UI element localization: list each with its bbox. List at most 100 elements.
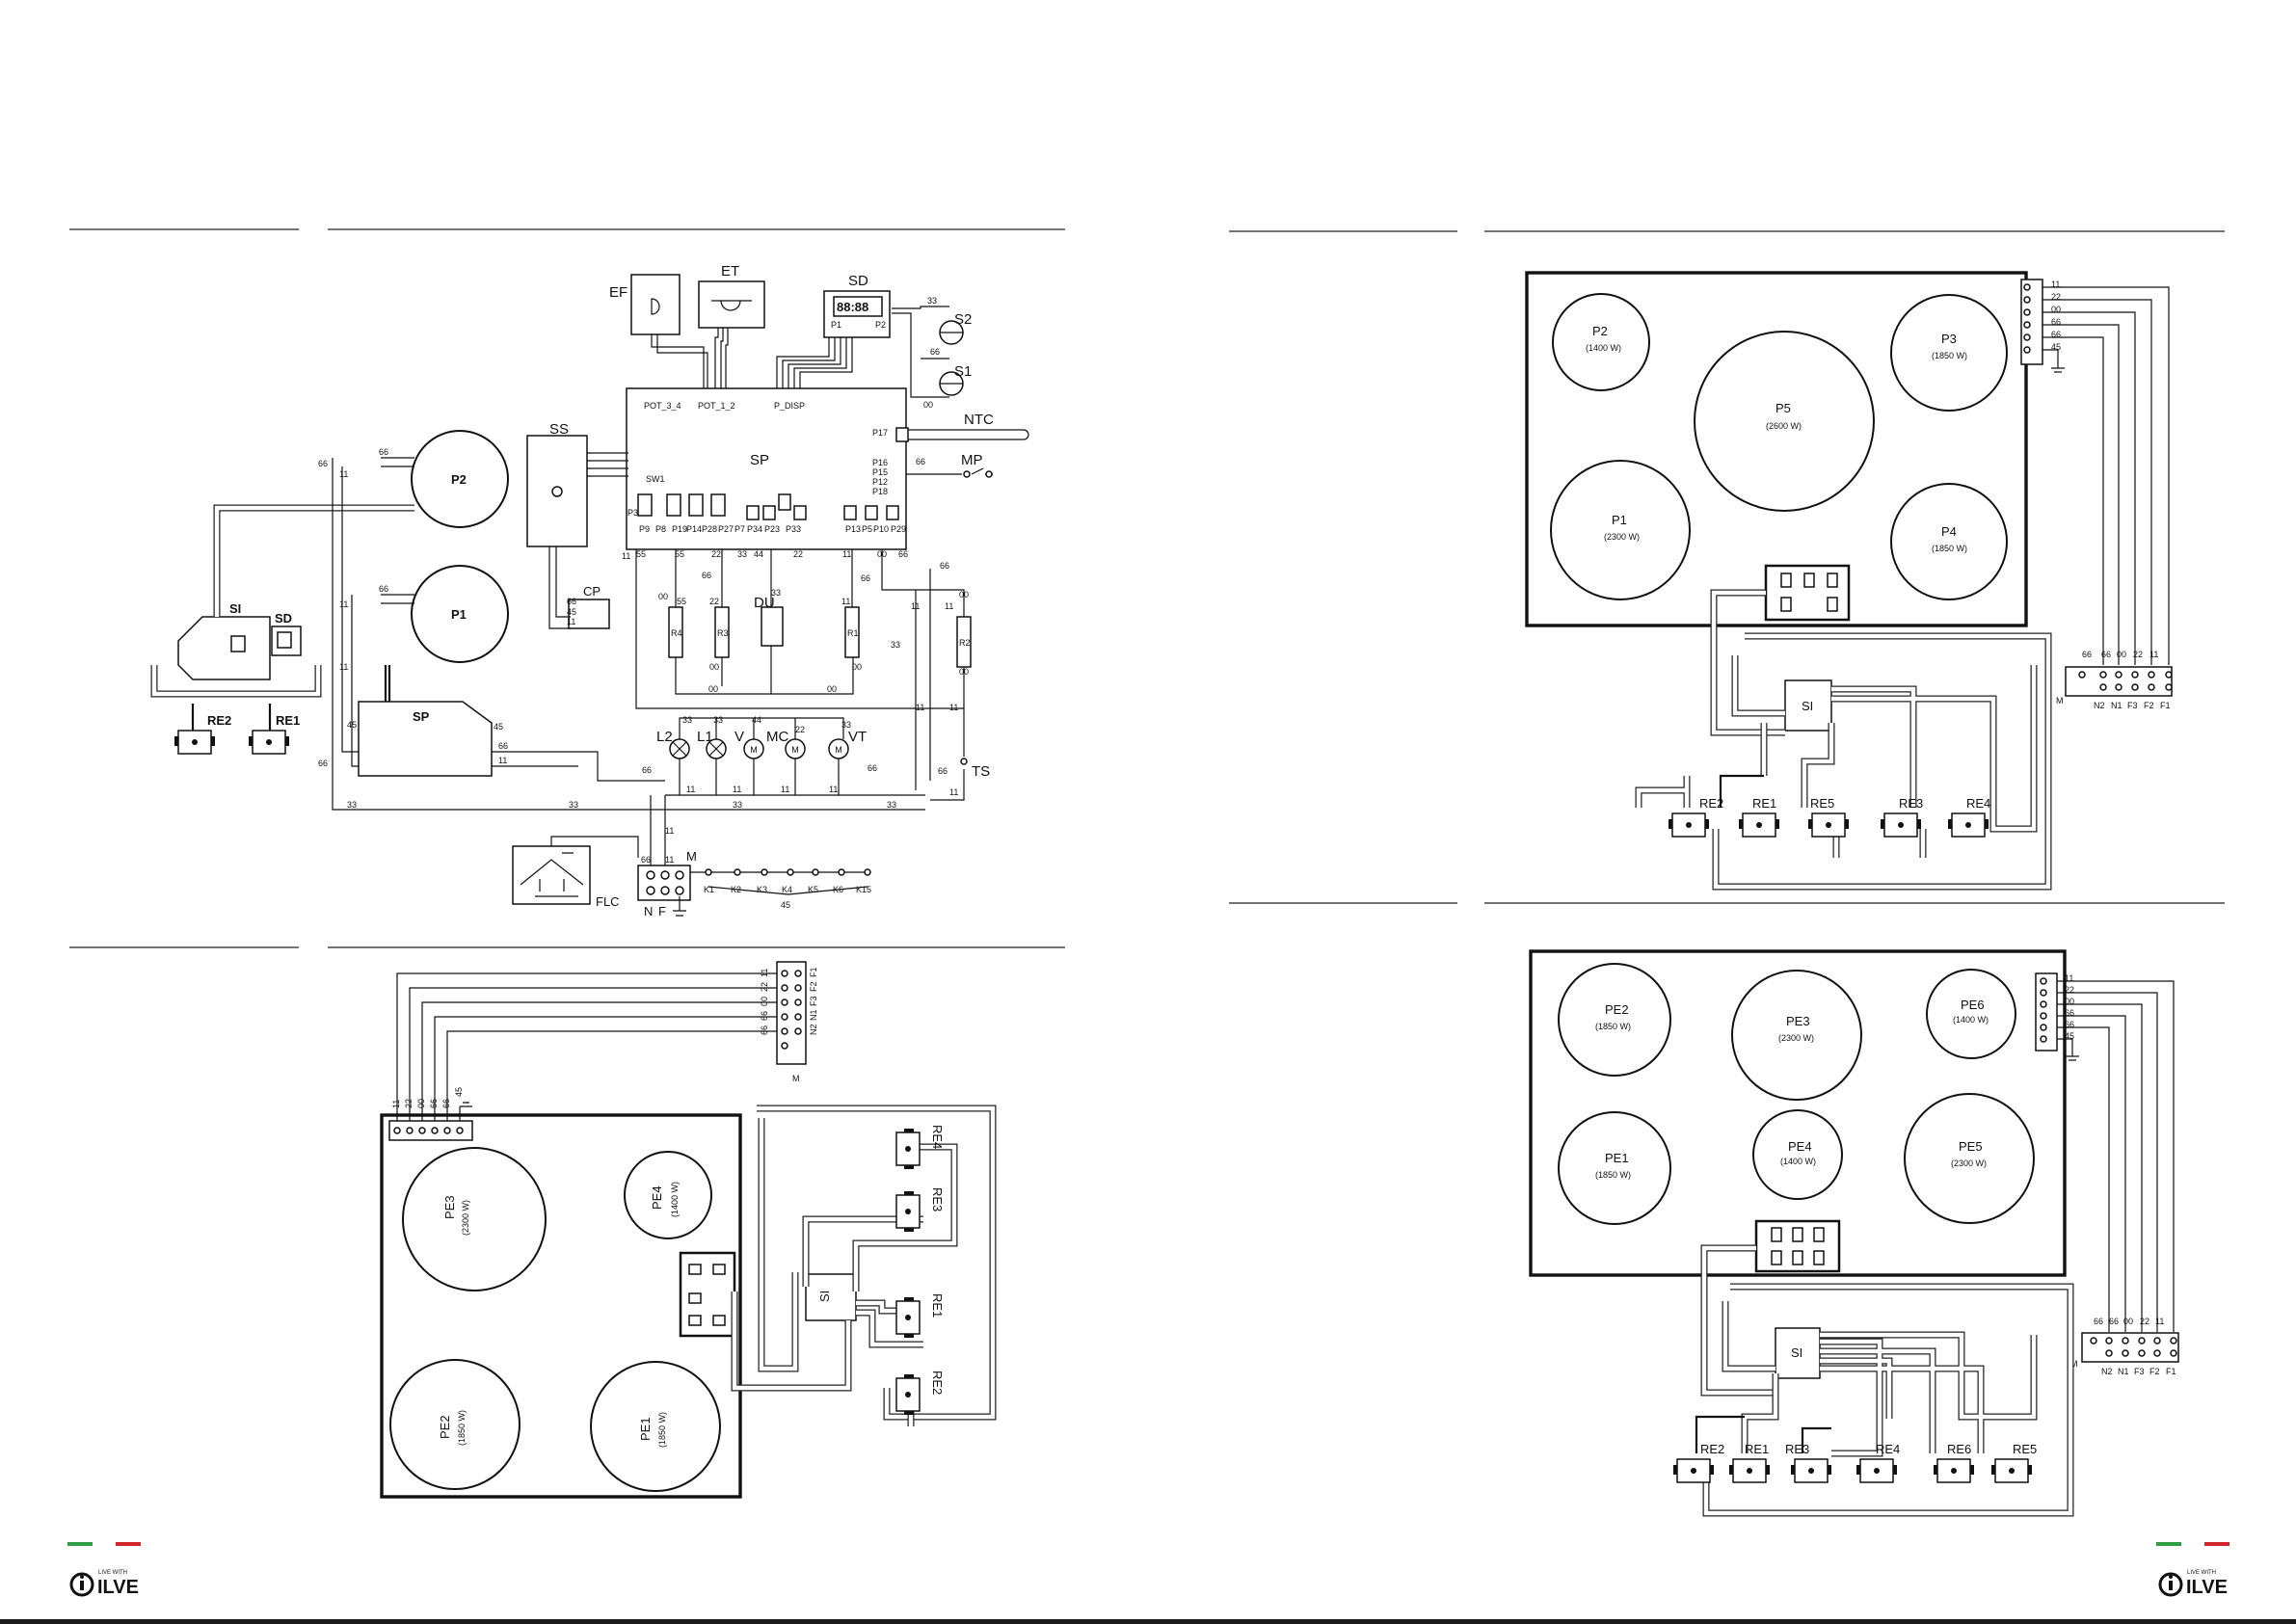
svg-text:ILVE: ILVE [2186, 1577, 2228, 1598]
svg-text:P5: P5 [1775, 401, 1791, 415]
component-ts: TS 66 11 [930, 708, 990, 801]
component-et: ET [698, 263, 765, 329]
svg-text:P12: P12 [872, 477, 888, 487]
svg-text:33: 33 [733, 800, 742, 810]
svg-text:F: F [658, 904, 666, 918]
svg-text:N2: N2 [2094, 701, 2105, 710]
svg-text:33: 33 [569, 800, 578, 810]
svg-text:66: 66 [930, 347, 940, 357]
svg-text:66: 66 [642, 765, 652, 775]
svg-text:(2300 W): (2300 W) [461, 1200, 470, 1236]
svg-text:66: 66 [2109, 1317, 2119, 1326]
svg-text:66: 66 [898, 549, 908, 559]
svg-text:TS: TS [972, 763, 990, 780]
svg-text:22: 22 [760, 982, 769, 992]
hob-4-switch-si: SI [805, 1273, 857, 1321]
hob-5-switch-si: SI [1784, 679, 1832, 732]
svg-text:(1850 W): (1850 W) [1932, 351, 1967, 360]
svg-text:33: 33 [841, 720, 851, 730]
svg-text:11: 11 [841, 597, 850, 606]
svg-text:SW1: SW1 [646, 474, 665, 484]
svg-text:22: 22 [2133, 650, 2143, 659]
svg-text:00: 00 [760, 997, 769, 1006]
svg-text:VT: VT [848, 729, 867, 745]
component-s1: S1 [939, 363, 972, 396]
svg-text:R3: R3 [717, 628, 729, 638]
svg-text:R2: R2 [959, 638, 971, 648]
svg-text:66: 66 [2082, 650, 2092, 659]
svg-text:22: 22 [793, 549, 803, 559]
svg-text:11: 11 [339, 599, 348, 609]
svg-text:66: 66 [2065, 1020, 2074, 1029]
svg-text:SI: SI [817, 1291, 832, 1302]
svg-text:P7: P7 [734, 524, 745, 534]
svg-text:55: 55 [636, 549, 646, 559]
svg-text:P_DISP: P_DISP [774, 401, 805, 411]
hob-5-regulator-re2: RE2 [1668, 796, 1723, 838]
svg-text:44: 44 [752, 715, 761, 725]
svg-text:RE3: RE3 [930, 1187, 945, 1211]
svg-text:(1850 W): (1850 W) [457, 1410, 467, 1446]
svg-text:66: 66 [379, 447, 388, 457]
hob-5-zones-diagram: P2 (1400 W) P3 (1850 W) P5 (2600 W) P1 (… [1525, 271, 2173, 891]
svg-text:00: 00 [416, 1099, 426, 1108]
hob-6-terminal: 66 66 00 22 11 N2 N1 F3 F2 F1 M [2070, 1317, 2179, 1376]
component-ntc: NTC [895, 412, 1029, 442]
svg-text:P16: P16 [872, 458, 888, 467]
svg-text:PE5: PE5 [1959, 1139, 1983, 1154]
hob-4-regulator-re1: RE1 [895, 1293, 945, 1339]
svg-text:33: 33 [737, 549, 747, 559]
svg-text:11: 11 [781, 785, 789, 794]
svg-text:11: 11 [2065, 973, 2073, 983]
svg-text:F3: F3 [2127, 701, 2138, 710]
svg-text:K5: K5 [808, 885, 818, 894]
svg-text:22: 22 [795, 725, 805, 734]
svg-text:PE4: PE4 [1788, 1139, 1812, 1154]
svg-text:P4: P4 [1941, 524, 1957, 539]
svg-text:M: M [792, 1074, 800, 1083]
component-sd-display: 88:88 SD P1 P2 [823, 273, 891, 338]
svg-text:88:88: 88:88 [837, 300, 868, 314]
svg-text:RE4: RE4 [1876, 1442, 1900, 1456]
svg-text:N2: N2 [809, 1024, 818, 1035]
svg-text:00: 00 [852, 662, 862, 672]
svg-text:S2: S2 [954, 311, 972, 328]
hob-6-regulator-re6: RE6 [1933, 1442, 1975, 1483]
svg-text:11: 11 [665, 826, 674, 836]
svg-text:66: 66 [2065, 1008, 2074, 1018]
zone-p5: P5 (2600 W) [1694, 331, 1875, 512]
svg-text:PE2: PE2 [438, 1415, 452, 1439]
hob-6-display [1754, 1219, 1841, 1273]
svg-text:66: 66 [2101, 650, 2111, 659]
svg-text:(1400 W): (1400 W) [1780, 1157, 1816, 1166]
svg-text:N1: N1 [2118, 1367, 2129, 1376]
svg-text:PE1: PE1 [638, 1417, 653, 1441]
svg-text:K4: K4 [782, 885, 792, 894]
ilve-logo-icon [69, 1572, 94, 1597]
svg-text:N1: N1 [809, 1009, 818, 1021]
component-bridges: K1 K2 K3 K4 K5 K6 K15 45 [690, 868, 871, 910]
svg-text:11: 11 [339, 662, 348, 672]
svg-text:K6: K6 [833, 885, 843, 894]
component-ss: SS [526, 421, 588, 547]
svg-text:SI: SI [1791, 1345, 1802, 1360]
svg-text:44: 44 [754, 549, 763, 559]
component-l1: L1 [697, 729, 727, 759]
svg-text:66: 66 [429, 1099, 439, 1108]
hob-5-regulator-re4: RE4 [1947, 796, 1990, 838]
svg-text:M: M [2056, 696, 2064, 706]
svg-text:SP: SP [750, 452, 769, 468]
footer-bar [0, 1619, 2296, 1624]
hob-6-switch-si: SI [1775, 1327, 1821, 1379]
svg-text:66: 66 [760, 1011, 769, 1021]
hob-5-glass [1525, 271, 2028, 627]
svg-text:P1: P1 [451, 607, 467, 622]
svg-text:(1400 W): (1400 W) [1586, 343, 1621, 353]
component-p1: P1 [411, 565, 509, 663]
svg-text:00: 00 [827, 684, 837, 694]
component-du: DU 33 [754, 588, 784, 647]
svg-text:F2: F2 [2149, 1367, 2160, 1376]
svg-text:RE6: RE6 [1947, 1442, 1971, 1456]
hob-5-display [1764, 564, 1851, 622]
component-ef: EF [609, 274, 681, 335]
